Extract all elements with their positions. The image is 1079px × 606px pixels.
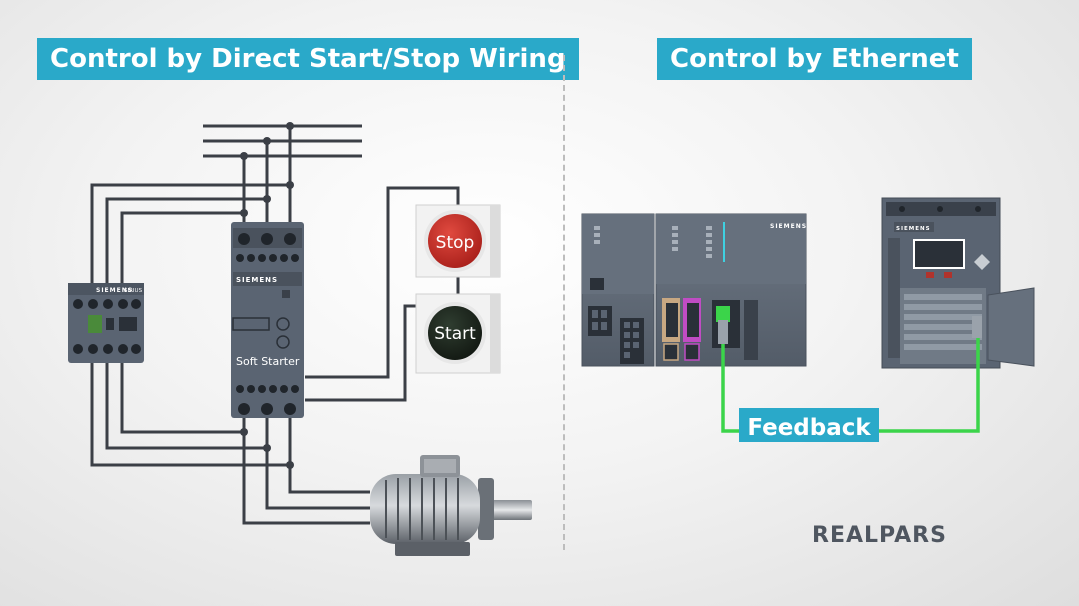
stop-button-assembly: Stop [415,204,501,278]
drive-brand: SIEMENS [896,226,931,232]
feedback-label-box: Feedback [739,408,879,442]
title-direct-wiring: Control by Direct Start/Stop Wiring [37,38,579,80]
section-divider [563,55,565,550]
contactor-brand: SIEMENS [96,287,133,294]
plc-brand: SIEMENS [770,223,807,230]
start-button-assembly: Start [415,293,501,374]
feedback-label: Feedback [747,415,871,441]
soft-starter-brand: SIEMENS [236,276,278,284]
soft-starter-device: SIEMENS Soft Starter [231,222,304,418]
contactor-device: SIEMENS SIRIUS [68,283,144,363]
start-button[interactable] [428,306,482,360]
stop-button[interactable] [428,214,482,268]
title-ethernet: Control by Ethernet [657,38,972,80]
power-wiring [90,124,370,525]
realpars-logo: REALPARS [812,523,947,548]
soft-starter-label: Soft Starter [236,355,300,368]
start-button-label: Start [434,324,476,344]
wire-junctions [240,122,294,469]
electric-motor [370,455,532,556]
contactor-model: SIRIUS [124,288,143,294]
ethernet-cable [721,338,980,433]
plc-rack: SIEMENS [581,213,807,367]
stop-button-label: Stop [436,233,475,253]
drive-cabinet: SIEMENS [881,197,1035,369]
logo-text: REALPARS [812,523,947,548]
